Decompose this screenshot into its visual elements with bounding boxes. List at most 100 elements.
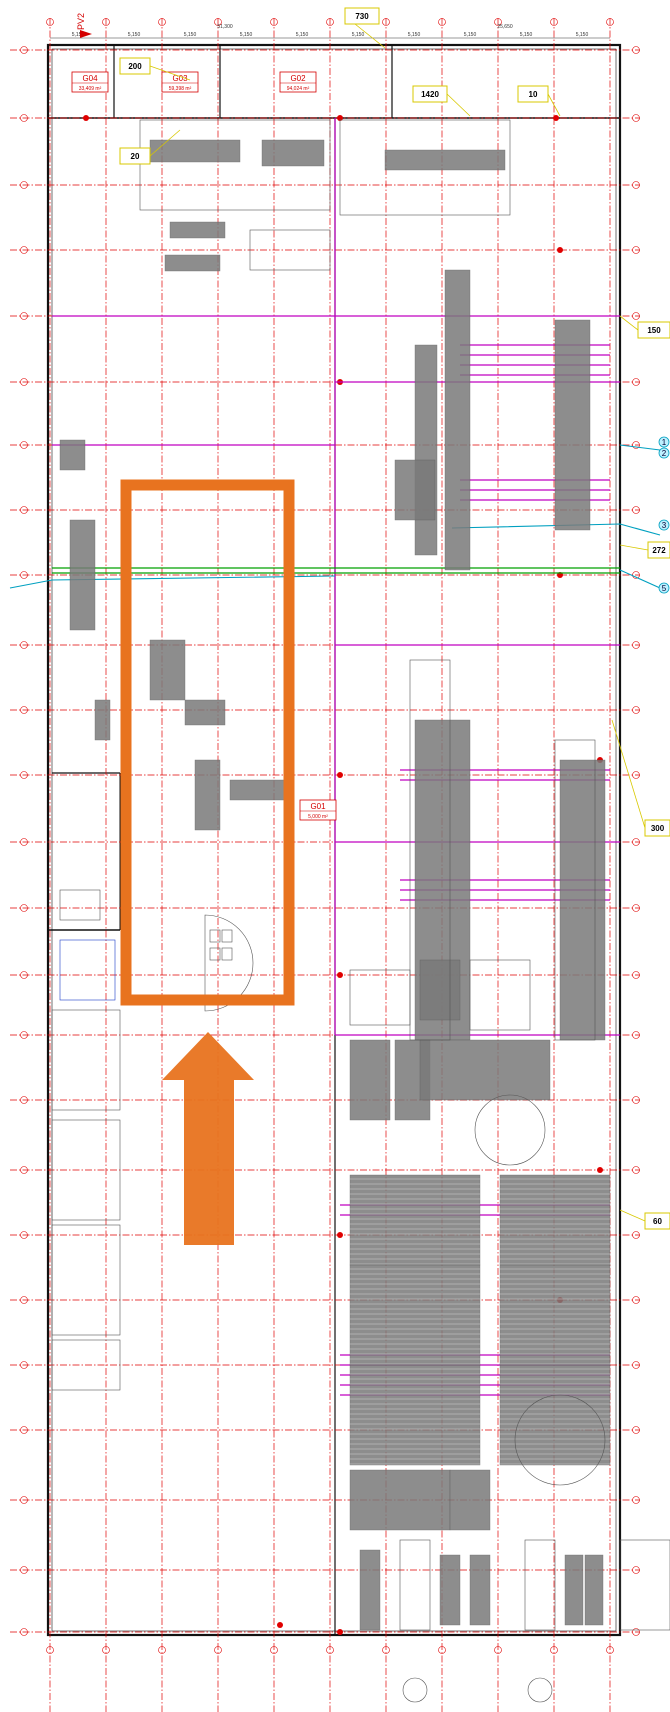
equipment-block xyxy=(94,699,111,741)
grid-bubble xyxy=(606,18,614,26)
equipment-block xyxy=(349,1469,451,1531)
grid-bubble xyxy=(20,1031,28,1039)
grid-bubble xyxy=(20,571,28,579)
grid-bubble xyxy=(632,1096,640,1104)
grid-bubble xyxy=(20,771,28,779)
grid-bubble xyxy=(20,246,28,254)
grid-bubble xyxy=(632,181,640,189)
grid-bubble xyxy=(46,18,54,26)
grid-bubble xyxy=(632,771,640,779)
callout-1420: 1420 xyxy=(412,85,448,103)
grid-bubble xyxy=(326,18,334,26)
callout-10: 10 xyxy=(517,85,549,103)
callout-200: 200 xyxy=(119,57,151,75)
room-area: 5,000 m² xyxy=(308,814,328,820)
grid-bubble xyxy=(632,1031,640,1039)
room-area: 59,398 m² xyxy=(169,86,192,92)
equipment-block xyxy=(584,1554,604,1626)
callout-text: 1420 xyxy=(421,90,439,99)
grid-bubble xyxy=(20,706,28,714)
marker-label: 5 xyxy=(662,584,667,593)
grid-bubble xyxy=(20,46,28,54)
callout-150: 150 xyxy=(637,321,670,339)
equipment-block xyxy=(164,254,221,272)
marker-5: 5 xyxy=(658,582,670,594)
equipment-block xyxy=(69,519,96,631)
equipment-block xyxy=(449,1469,491,1531)
top-dimension-label: 5,150 xyxy=(72,32,85,38)
callout-272: 272 xyxy=(647,541,670,559)
callout-text: 200 xyxy=(128,62,142,71)
grid-bubble xyxy=(326,1646,334,1654)
equipment-block xyxy=(414,344,438,556)
grid-bubble xyxy=(20,181,28,189)
equipment-block xyxy=(149,639,186,701)
equipment-block xyxy=(194,759,221,831)
callout-text: 272 xyxy=(652,546,666,555)
grid-bubble xyxy=(20,1628,28,1636)
pv2-label: PV2 xyxy=(76,13,86,30)
grid-bubble xyxy=(158,1646,166,1654)
grid-bubble xyxy=(20,114,28,122)
grid-bubble xyxy=(632,378,640,386)
grid-bubble xyxy=(102,1646,110,1654)
top-dimension-label: 5,150 xyxy=(576,32,589,38)
callout-text: 150 xyxy=(647,326,661,335)
grid-bubble xyxy=(20,641,28,649)
grid-bubble xyxy=(20,1096,28,1104)
equipment-outlines xyxy=(51,119,670,1703)
equipment-block xyxy=(149,139,241,163)
callout-leader xyxy=(547,93,561,117)
grid-bubble xyxy=(494,1646,502,1654)
equipment-block xyxy=(169,221,226,239)
grid-bubble xyxy=(632,312,640,320)
grid-bubble xyxy=(20,1361,28,1369)
grid-point xyxy=(337,972,343,978)
grid-point xyxy=(337,772,343,778)
grid-bubble xyxy=(46,1646,54,1654)
green-line xyxy=(52,567,620,574)
callout-text: 730 xyxy=(355,12,369,21)
grid-point xyxy=(337,1232,343,1238)
grid-bubble xyxy=(20,904,28,912)
top-dimension-label: 5,150 xyxy=(520,32,533,38)
callout-leader xyxy=(149,129,181,157)
marker-label: 1 xyxy=(662,438,667,447)
grid-bubble xyxy=(20,441,28,449)
grid-bubble xyxy=(632,1566,640,1574)
grid-bubble xyxy=(632,441,640,449)
highlight-annotation xyxy=(120,479,295,1245)
callout-leader xyxy=(619,544,649,551)
room-code: G04 xyxy=(82,74,98,83)
grid-bubble xyxy=(270,1646,278,1654)
equipment-block xyxy=(564,1554,584,1626)
grid-bubble xyxy=(632,506,640,514)
room-code: G02 xyxy=(290,74,306,83)
room-code: G01 xyxy=(310,802,326,811)
marker-2: 2 xyxy=(658,447,670,459)
grid-bubble xyxy=(20,1566,28,1574)
top-dimension-label: 5,150 xyxy=(408,32,421,38)
callout-730: 730 xyxy=(344,7,380,25)
equipment-block xyxy=(261,139,325,167)
grid-bubble xyxy=(20,1426,28,1434)
grid-bubble xyxy=(438,1646,446,1654)
room-tag-g01: G01 5,000 m² xyxy=(299,799,337,821)
equipment-block xyxy=(554,319,591,531)
equipment-block xyxy=(184,699,226,726)
equipment-block xyxy=(439,1554,461,1626)
cyan-lines xyxy=(9,444,661,589)
grid-bubble xyxy=(632,46,640,54)
grid-bubble xyxy=(438,18,446,26)
grid-point xyxy=(337,1629,343,1635)
grid-bubble xyxy=(494,18,502,26)
equipment-block xyxy=(349,1174,481,1266)
equipment-block xyxy=(419,1039,551,1101)
grid-bubble xyxy=(214,1646,222,1654)
equipment-block xyxy=(444,269,471,571)
grid-bubble xyxy=(20,838,28,846)
